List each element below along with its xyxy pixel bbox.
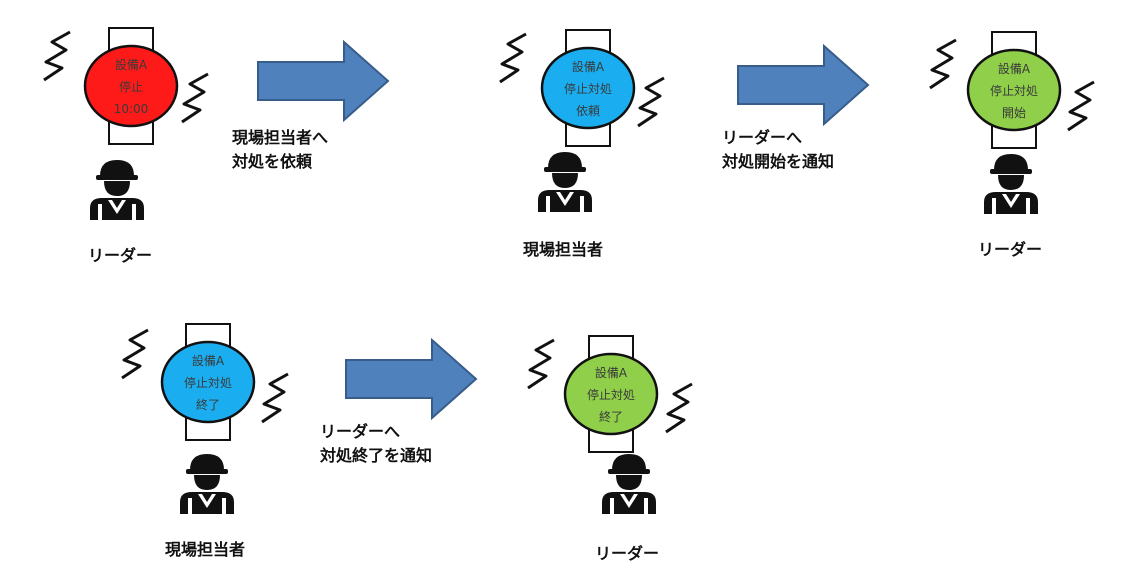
arrow-right-icon: [737, 44, 870, 126]
vibration-icon: [1067, 80, 1095, 132]
watch-text-line: 設備A: [997, 62, 1031, 76]
watch-screen-text: 設備A 停止対処依頼: [540, 52, 636, 126]
message-line: 対処終了を通知: [320, 446, 433, 465]
arrow-right-icon: [345, 338, 478, 420]
watch-body: [540, 29, 636, 147]
vibration-icon: [261, 372, 289, 424]
watch-text-line: 停止対処: [586, 388, 635, 402]
watch-text-line: 依頼: [575, 104, 600, 118]
watch-text-line: 停止: [118, 80, 143, 94]
vibration-icon: [43, 30, 71, 82]
vibration-icon: [929, 38, 957, 90]
message-1: リーダーへ 対処開始を通知: [722, 126, 834, 174]
vibration-icon: [527, 338, 555, 390]
vibration-icon: [181, 72, 209, 124]
message-line: 対処を依頼: [232, 152, 313, 171]
watch-screen-text: 設備A 停止対処終了: [563, 358, 659, 432]
watch-text-line: 設備A: [571, 60, 605, 74]
vibration-icon: [499, 32, 527, 84]
watch-text-line: 10:00: [113, 102, 149, 116]
watch-text-line: 終了: [195, 398, 220, 412]
watch-screen-text: 設備A 停止対処開始: [966, 54, 1062, 128]
message-line: リーダーへ: [722, 128, 803, 147]
message-line: 現場担当者へ: [232, 128, 329, 147]
message-line: 対処開始を通知: [722, 152, 835, 171]
watch-text-line: 停止対処: [183, 376, 232, 390]
watch-body: [160, 323, 256, 441]
watch-body: [966, 31, 1062, 149]
vibration-icon: [121, 328, 149, 380]
message-0: 現場担当者へ 対処を依頼: [232, 126, 328, 174]
person-label: リーダー: [977, 240, 1042, 259]
person-label: 現場担当者: [522, 240, 603, 259]
watch-text-line: 終了: [598, 410, 623, 424]
arrow-right-icon: [257, 40, 390, 122]
worker-icon: [176, 450, 238, 520]
watch-text-line: 設備A: [191, 354, 225, 368]
person-label: リーダー: [594, 544, 659, 563]
smartwatch-3: 設備A 停止対処終了: [160, 322, 256, 442]
watch-text-line: 設備A: [594, 366, 628, 380]
smartwatch-1: 設備A 停止対処依頼: [540, 28, 636, 148]
vibration-icon: [665, 382, 693, 434]
person-label: リーダー: [87, 246, 152, 265]
watch-text-line: 停止対処: [563, 82, 612, 96]
worker-icon: [598, 450, 660, 520]
watch-text-line: 停止対処: [989, 84, 1038, 98]
smartwatch-0: 設備A 停止 10:00: [83, 26, 179, 146]
worker-icon: [86, 156, 148, 226]
worker-icon: [534, 148, 596, 218]
smartwatch-4: 設備A 停止対処終了: [563, 334, 659, 454]
watch-body: [563, 335, 659, 453]
person-label: 現場担当者: [164, 540, 245, 559]
message-2: リーダーへ 対処終了を通知: [320, 420, 432, 468]
vibration-icon: [637, 76, 665, 128]
watch-text-line: 設備A: [114, 58, 148, 72]
watch-body: [83, 27, 179, 145]
watch-screen-text: 設備A 停止対処終了: [160, 346, 256, 420]
message-line: リーダーへ: [320, 422, 401, 441]
watch-text-line: 開始: [1001, 106, 1026, 120]
watch-screen-text: 設備A 停止 10:00: [83, 50, 179, 124]
smartwatch-2: 設備A 停止対処開始: [966, 30, 1062, 150]
worker-icon: [980, 150, 1042, 220]
